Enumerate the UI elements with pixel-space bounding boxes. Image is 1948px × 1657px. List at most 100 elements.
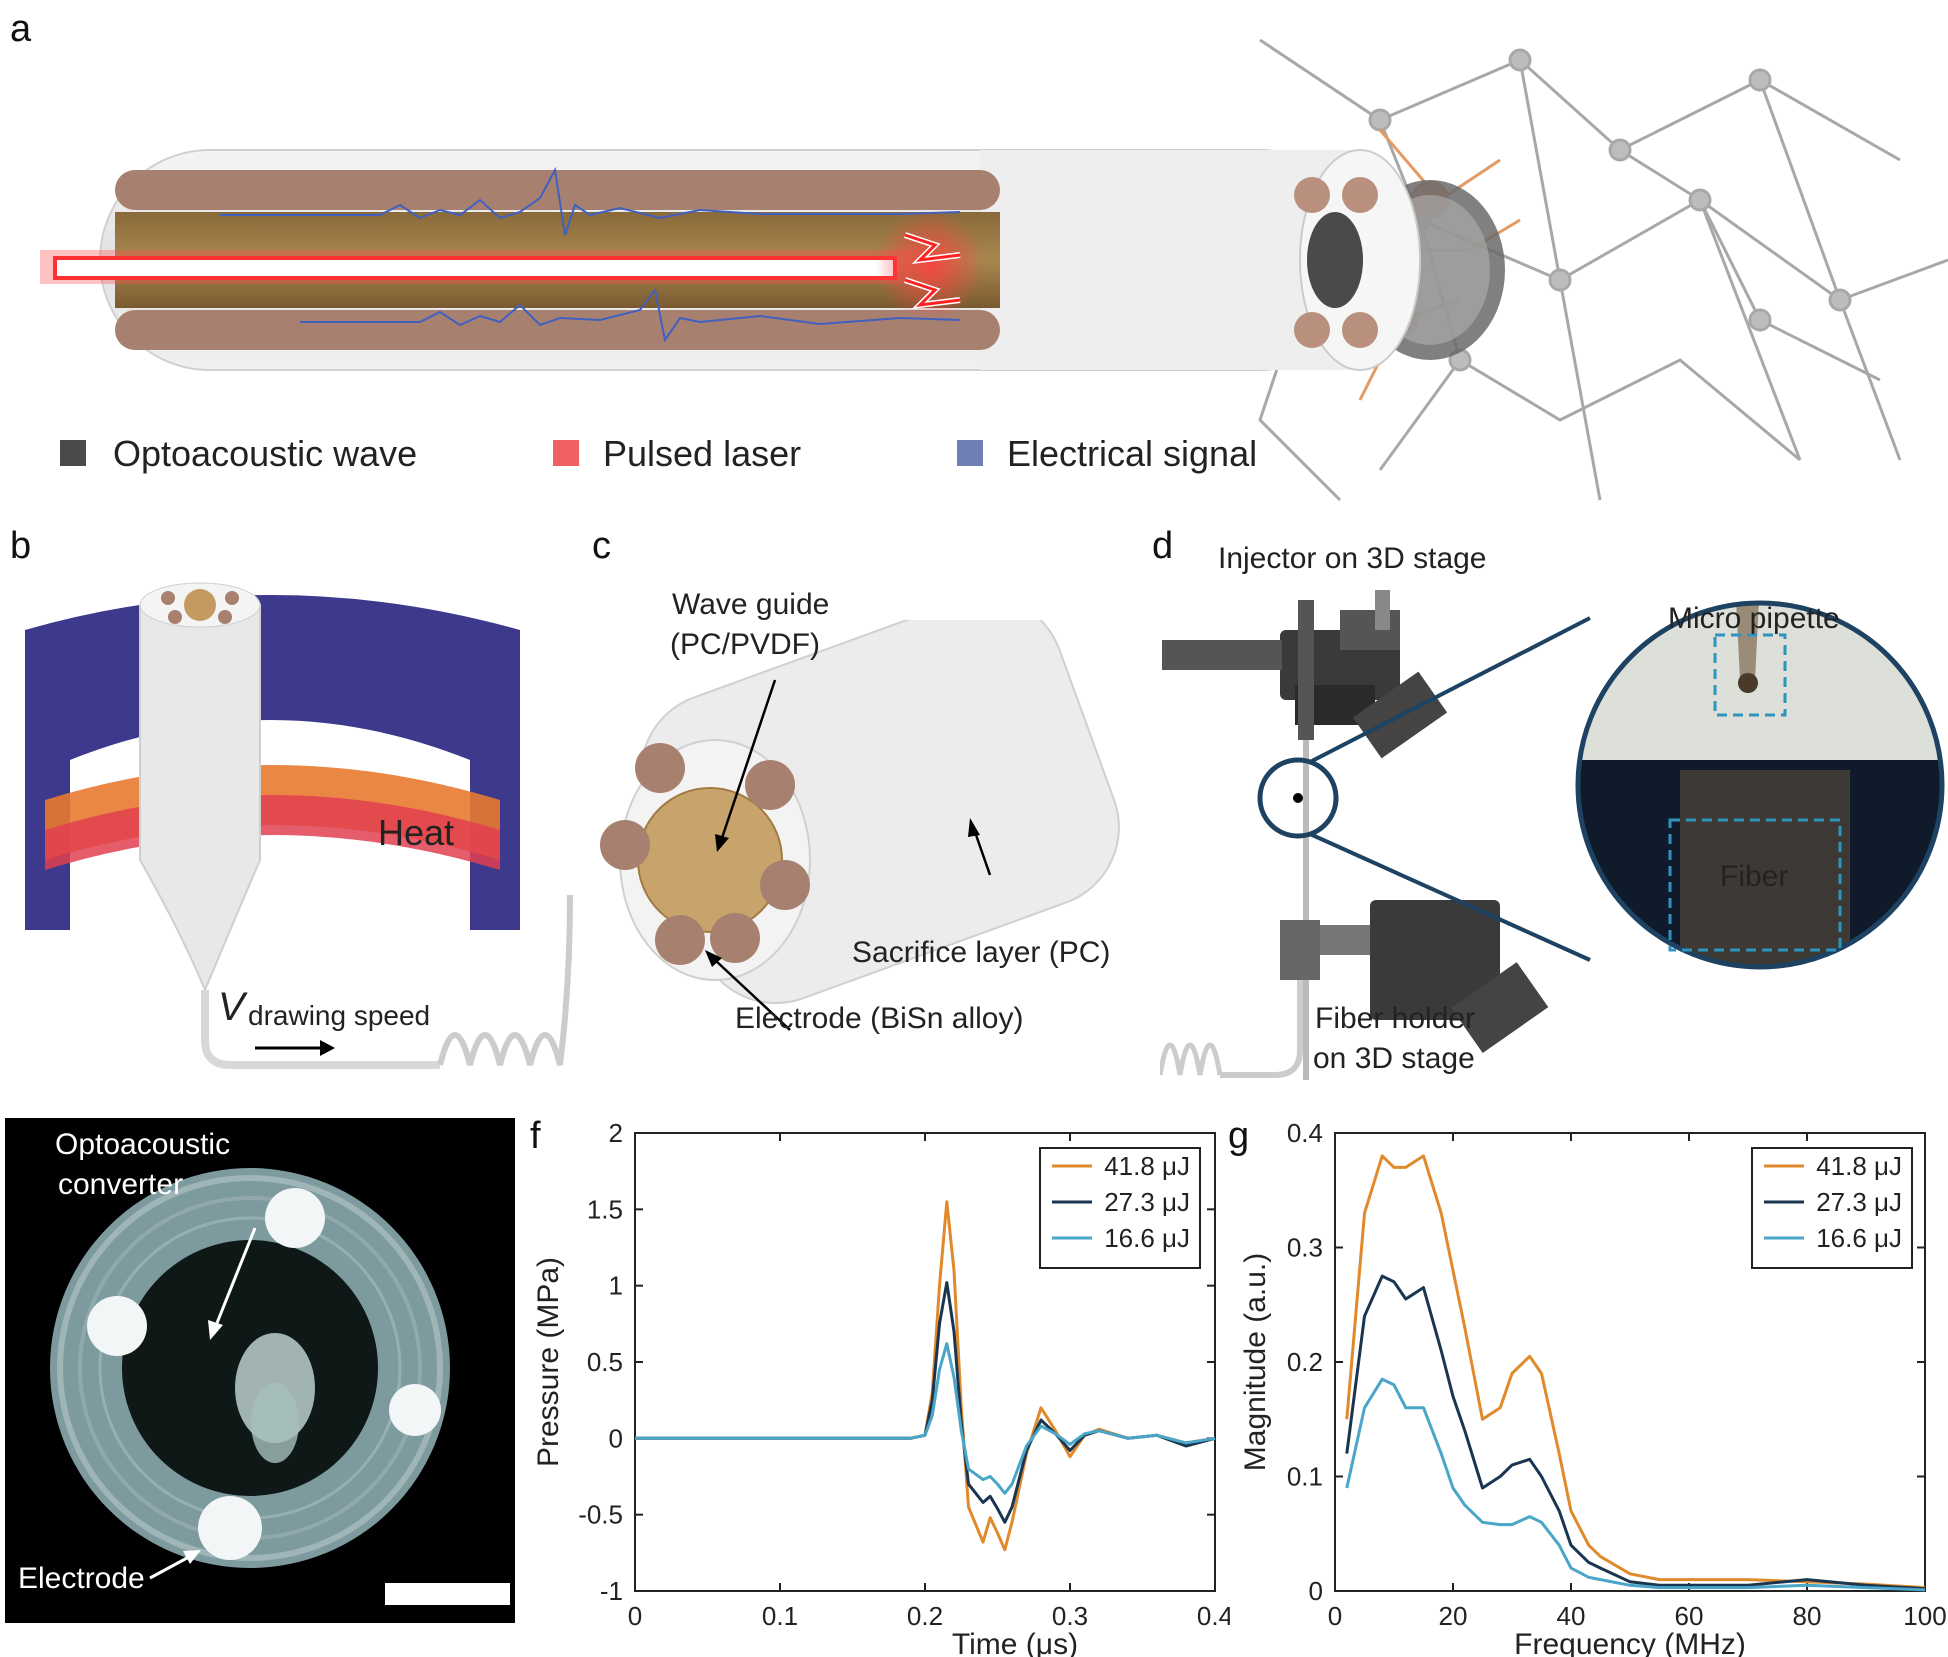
series-group-f: [635, 1200, 1216, 1552]
legend-label-2: 27.3 μJ: [1816, 1187, 1902, 1217]
y-axis-ticks-g: 0 0.1 0.2 0.3 0.4: [1287, 1118, 1925, 1606]
series-line-1: [1345, 1154, 1926, 1590]
x-tick-label: 60: [1675, 1601, 1704, 1631]
panel-letter-g: g: [1228, 1115, 1250, 1157]
electrode-label: Electrode: [18, 1562, 145, 1595]
electrode-4: [710, 913, 760, 963]
y-tick-label: 0.2: [1287, 1347, 1323, 1377]
sacrifice-layer-label: Sacrifice layer (PC): [852, 936, 1111, 969]
neuron-network: [1258, 38, 1948, 502]
legend-label-3: 16.6 μJ: [1104, 1223, 1190, 1253]
electrode-1: [635, 743, 685, 793]
y-tick-label: 0: [609, 1423, 623, 1453]
fiber-micrograph: [5, 1118, 515, 1623]
y-axis-label-f: Pressure (MPa): [532, 1257, 565, 1467]
drawn-fiber: [201, 990, 440, 1069]
y-axis-label-g: Magnitude (a.u.): [1239, 1253, 1272, 1471]
wave-guide-material-label: (PC/PVDF): [670, 628, 820, 661]
series-line-3: [635, 1342, 1216, 1495]
y-tick-label: 1.5: [587, 1194, 623, 1224]
wave-guide-core: [637, 787, 783, 933]
panel-letter-c: c: [592, 525, 611, 567]
heat-label: Heat: [378, 812, 455, 853]
panel-letter-d: d: [1152, 525, 1174, 567]
thermal-drawing-illustration: [25, 582, 573, 1069]
fiber-holder-label: Fiber holder: [1315, 1002, 1476, 1035]
electrode-material-label: Electrode (BiSn alloy): [735, 1002, 1024, 1035]
y-tick-label: 0: [1309, 1576, 1323, 1606]
fiber-box: [1668, 818, 1842, 952]
furnace-wall: [25, 595, 520, 930]
scale-bar: [385, 1583, 510, 1605]
legend-box-f: [1039, 1147, 1201, 1269]
panel-letter-b: b: [10, 525, 32, 567]
wave-guide-label: Wave guide: [672, 588, 830, 621]
converter-label-2: converter: [58, 1168, 184, 1201]
zoom-circle: [1257, 757, 1339, 839]
legend-label-3: 16.6 μJ: [1816, 1223, 1902, 1253]
microscope-inset: [1578, 603, 1942, 967]
injector-label: Injector on 3D stage: [1218, 542, 1487, 575]
panel-letter-a: a: [10, 8, 32, 50]
fiber-holder-stage-label: on 3D stage: [1313, 1042, 1475, 1075]
fiber-structure-illustration: [600, 620, 1120, 1031]
x-tick-label: 100: [1903, 1601, 1946, 1631]
preform: [139, 604, 261, 993]
electrode-2: [745, 760, 795, 810]
legend-swatch-pulsed-laser: [553, 440, 579, 466]
legend-label-1: 41.8 μJ: [1816, 1151, 1902, 1181]
micro-pipette-label: Micro pipette: [1668, 602, 1840, 635]
legend-label-pulsed-laser: Pulsed laser: [603, 433, 802, 474]
x-tick-label: 0.3: [1052, 1601, 1088, 1631]
fiber-label: Fiber: [1720, 860, 1789, 893]
legend-label-2: 27.3 μJ: [1104, 1187, 1190, 1217]
y-tick-label: 0.5: [587, 1347, 623, 1377]
y-tick-label: 2: [609, 1118, 623, 1148]
x-axis-label-f: Time (μs): [952, 1628, 1078, 1657]
series-group-g: [1345, 1154, 1926, 1592]
x-tick-label: 80: [1793, 1601, 1822, 1631]
electrical-signal-lower: [300, 287, 961, 343]
fiber-probe-illustration: [40, 38, 1948, 502]
series-line-2: [1345, 1274, 1926, 1591]
legend-f: 41.8 μJ 27.3 μJ 16.6 μJ: [1052, 1151, 1190, 1253]
fiber-line: [1303, 740, 1309, 1080]
injection-setup-illustration: [1160, 590, 1945, 1080]
velocity-subscript: drawing speed: [248, 1000, 431, 1031]
x-axis-label-g: Frequency (MHz): [1514, 1628, 1746, 1657]
electrode-left: [87, 1296, 147, 1356]
legend-box-g: [1751, 1147, 1913, 1269]
legend-swatch-electrical-signal: [957, 440, 983, 466]
pipette-box: [1713, 633, 1787, 717]
y-tick-label: 0.1: [1287, 1462, 1323, 1492]
legend-g: 41.8 μJ 27.3 μJ 16.6 μJ: [1764, 1151, 1902, 1253]
legend-swatch-optoacoustic-wave: [60, 440, 86, 466]
electrical-signal-upper: [220, 166, 961, 236]
y-tick-label: -0.5: [578, 1500, 623, 1530]
fiber-holder-stage: [1280, 900, 1549, 1054]
pulsed-laser-beam: [53, 256, 897, 280]
velocity-symbol: V: [218, 985, 245, 1029]
legend-label-optoacoustic-wave: Optoacoustic wave: [113, 433, 418, 474]
electrode-3: [600, 820, 650, 870]
x-tick-label: 0.1: [762, 1601, 798, 1631]
electrode-bottom: [198, 1496, 262, 1560]
y-tick-label: 1: [609, 1271, 623, 1301]
x-tick-label: 0: [1328, 1601, 1342, 1631]
x-tick-label: 40: [1557, 1601, 1586, 1631]
y-tick-label: -1: [600, 1576, 623, 1606]
legend-label-1: 41.8 μJ: [1104, 1151, 1190, 1181]
electrode-top: [265, 1188, 325, 1248]
panel-letter-f: f: [530, 1115, 541, 1157]
x-tick-label: 0.2: [907, 1601, 943, 1631]
y-tick-label: 0.4: [1287, 1118, 1323, 1148]
series-line-3: [1345, 1377, 1926, 1592]
y-tick-label: 0.3: [1287, 1233, 1323, 1263]
y-axis-ticks-f: -1 -0.5 0 0.5 1 1.5 2: [578, 1118, 1215, 1606]
x-tick-label: 0: [628, 1601, 642, 1631]
electrode-right: [389, 1384, 441, 1436]
